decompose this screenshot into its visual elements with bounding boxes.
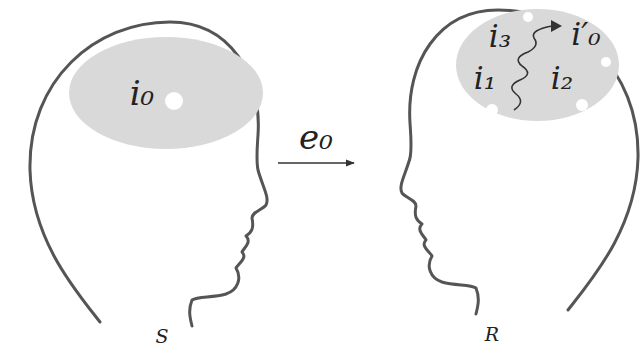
idea-symbol: i₀ (130, 76, 155, 110)
message-arrow (278, 162, 354, 164)
message-label: e₀ (299, 120, 333, 154)
white-dot (576, 99, 588, 111)
thought-bubble: i₀ (68, 36, 264, 150)
idea-symbol: i₂ (551, 63, 573, 94)
receiver-head: Ri₃ i′₀ i₁ i₂ (360, 0, 640, 350)
white-dot (601, 57, 611, 67)
head-profile (30, 22, 267, 326)
white-dot (486, 104, 498, 116)
white-dot (165, 92, 183, 110)
head-profile (401, 10, 638, 314)
idea-symbol: i₃ (489, 21, 511, 52)
idea-symbol: i′₀ (571, 19, 600, 50)
wavy-arrow-head (551, 20, 562, 32)
white-dot (523, 12, 533, 22)
thought-bubble: i₃ i′₀ i₁ i₂ (455, 8, 620, 122)
sender-label: S (155, 327, 168, 346)
wavy-arrow (512, 26, 552, 110)
bubble-outline (68, 36, 264, 150)
bubble-fill (69, 37, 263, 149)
sender-head: Si₀ (20, 10, 270, 350)
idea-symbol: i₁ (474, 63, 496, 94)
bubble-fill (456, 9, 619, 121)
receiver-label: R (485, 325, 499, 344)
